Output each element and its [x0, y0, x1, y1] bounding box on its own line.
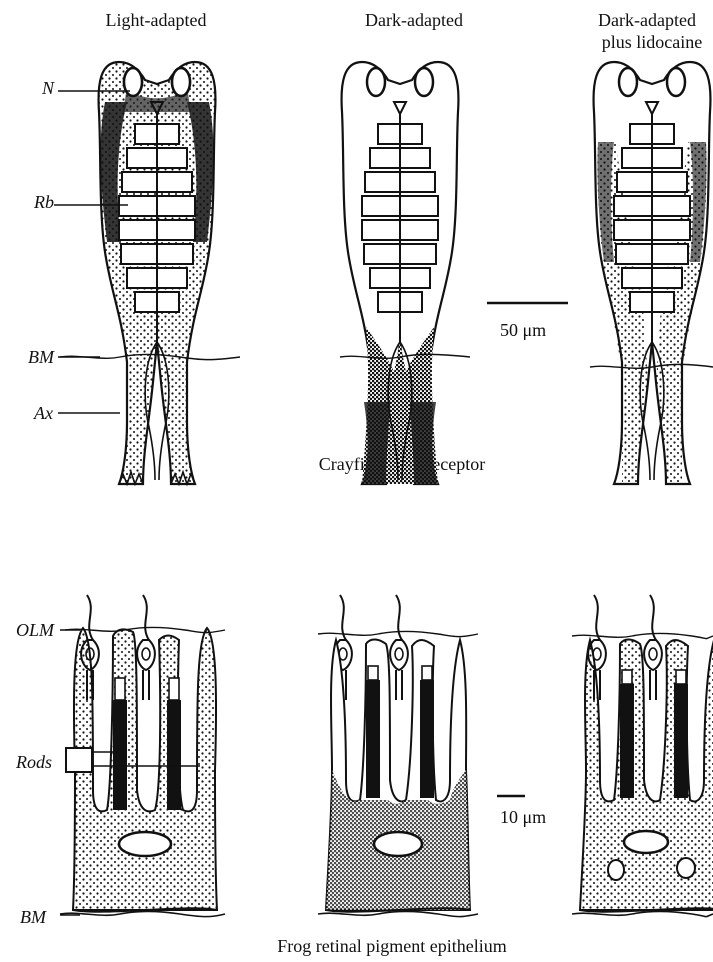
- crayfish-dark-lidocaine: [594, 62, 711, 484]
- rods-bracket: [66, 748, 92, 772]
- crayfish-light-adapted: [99, 62, 216, 484]
- frog-dark-lidocaine: [580, 595, 713, 912]
- frog-olm-line-3: [572, 633, 713, 638]
- frog-dark-adapted: [326, 595, 470, 912]
- crayfish-dark-adapted: [342, 62, 459, 484]
- crayfish-bm-line-3: [590, 364, 713, 368]
- frog-light-adapted: [73, 595, 217, 912]
